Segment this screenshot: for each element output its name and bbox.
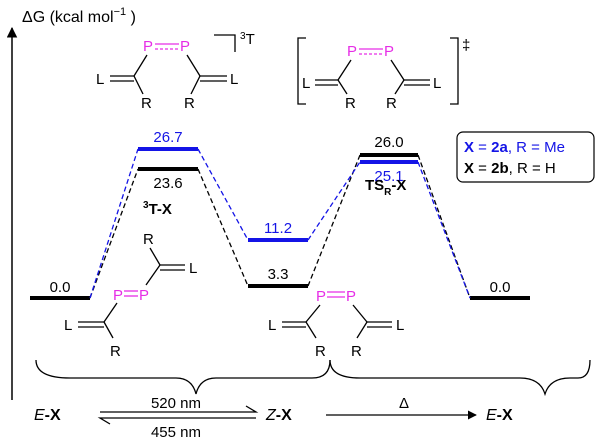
brace-photo — [35, 359, 331, 395]
scheme-back-label: 455 nm — [151, 424, 201, 440]
svg-text:R: R — [141, 95, 152, 112]
value-triplet-blue: 26.7 — [153, 129, 182, 146]
svg-text:L: L — [302, 75, 310, 92]
pathway-black — [89, 154, 471, 299]
svg-text:P: P — [347, 43, 357, 60]
svg-text:L: L — [64, 317, 72, 334]
svg-text:R: R — [315, 343, 326, 360]
e-isomer-structure: P P R L L R — [64, 231, 197, 360]
svg-text:L: L — [189, 260, 197, 277]
value-start: 0.0 — [50, 279, 71, 296]
value-end: 0.0 — [490, 279, 511, 296]
scheme-e-isomer-right: E-X — [486, 407, 513, 424]
legend-row-2a: X = 2a, R = Me — [464, 139, 565, 156]
legend-row-2b: X = 2b, R = H — [464, 160, 556, 177]
scheme-forward-label: 520 nm — [151, 395, 201, 412]
svg-text:L: L — [230, 71, 238, 88]
pathway-blue — [89, 148, 471, 299]
value-triplet-black: 23.6 — [153, 175, 182, 192]
svg-text:3T: 3T — [240, 31, 255, 48]
triplet-structure: P P L R L R 3T — [96, 31, 255, 112]
svg-text:R: R — [386, 95, 397, 112]
equilibrium-arrows — [97, 405, 259, 425]
label-triplet: 3T-X — [143, 200, 172, 218]
scheme-e-isomer-left: E-X — [34, 407, 61, 424]
svg-text:L: L — [396, 317, 404, 334]
svg-text:P: P — [143, 38, 153, 55]
svg-text:P: P — [113, 287, 123, 304]
svg-text:L: L — [96, 71, 104, 88]
svg-text:L: L — [268, 317, 276, 334]
svg-text:L: L — [433, 75, 441, 92]
scheme-z-isomer: Z-X — [265, 407, 292, 424]
brace-thermal — [329, 359, 591, 397]
value-ts-blue: 25.1 — [374, 168, 403, 185]
value-z-black: 3.3 — [268, 266, 289, 283]
legend: X = 2a, R = Me X = 2b, R = H — [456, 131, 595, 183]
svg-text:P: P — [316, 288, 326, 305]
svg-text:R: R — [110, 343, 121, 360]
transition-state-structure: ‡ P P L R L R — [297, 37, 470, 112]
scheme-thermal-label: Δ — [399, 395, 409, 412]
svg-text:R: R — [351, 343, 362, 360]
svg-text:‡: ‡ — [462, 37, 470, 54]
svg-text:R: R — [143, 231, 154, 248]
svg-text:P: P — [346, 288, 356, 305]
label-transition-state: TSR-X — [365, 177, 406, 198]
svg-text:P: P — [139, 287, 149, 304]
value-ts-black: 26.0 — [374, 134, 403, 151]
z-isomer-structure: P P L R L R — [268, 288, 404, 360]
svg-text:P: P — [180, 38, 190, 55]
svg-text:R: R — [345, 95, 356, 112]
value-z-blue: 11.2 — [264, 220, 292, 237]
svg-text:R: R — [184, 95, 195, 112]
axis-label: ΔG (kcal mol−1 ) — [22, 6, 136, 26]
svg-text:P: P — [384, 43, 394, 60]
